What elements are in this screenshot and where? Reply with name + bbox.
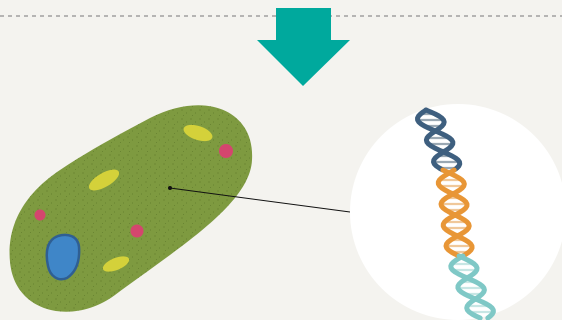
bacterium-cell-texture <box>10 105 253 311</box>
nucleoid-blue <box>47 235 79 279</box>
granule-pink <box>35 210 46 221</box>
down-arrow-icon <box>257 8 350 86</box>
granule-pink <box>219 144 233 158</box>
callout-pointer-dot <box>168 186 172 190</box>
granule-pink <box>131 225 144 238</box>
bacterium <box>10 105 253 311</box>
